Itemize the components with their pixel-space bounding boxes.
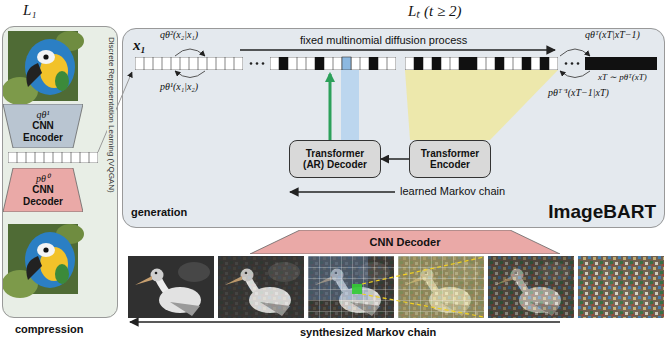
chain-image xyxy=(578,256,664,318)
connector-arrow xyxy=(381,158,409,160)
transition-label: pθᵀ⁻¹(xT−1|xT) xyxy=(548,87,609,99)
ellipsis-dots xyxy=(250,62,580,65)
chain-image xyxy=(128,256,214,318)
transformer-box: Transformer (AR) Decoder xyxy=(289,140,381,178)
module-name: CNN Decoder xyxy=(19,184,67,207)
transition-label: qθᵀ(xT|xT−1) xyxy=(585,29,640,41)
stage-panel: Lₜ (t ≥ 2)generationImageBARTTransformer… xyxy=(122,28,665,228)
variable-label: x₁ xyxy=(133,37,146,54)
module-name: Transformer (AR) Decoder xyxy=(295,148,375,171)
transition-arrow xyxy=(175,49,205,56)
decoder-trapezoid: CNN Decoder xyxy=(250,230,560,254)
stage-caption: compression xyxy=(15,323,83,336)
process-label: fixed multinomial diffusion process xyxy=(300,34,467,47)
stage-label: L₁ xyxy=(23,2,37,19)
chain-image xyxy=(218,256,304,318)
chain-image xyxy=(488,256,574,318)
trapezoid-shape xyxy=(3,104,83,148)
input-image xyxy=(2,31,84,105)
model-name: ImageBART xyxy=(548,201,656,223)
module-name: CNN Encoder xyxy=(19,120,67,143)
module-name: CNN Decoder xyxy=(370,236,441,249)
process-label: synthesized Markov chain xyxy=(300,326,436,339)
trapezoid-shape xyxy=(250,230,560,254)
math-symbol: pθ⁰ xyxy=(36,173,50,185)
token-row xyxy=(135,57,243,70)
token-row xyxy=(270,57,396,70)
stage-caption: generation xyxy=(131,206,187,219)
reconstructed-image xyxy=(2,224,84,298)
panel-fill xyxy=(2,26,118,318)
process-label: learned Markov chain xyxy=(400,185,505,198)
transition-arrow xyxy=(560,49,590,56)
transition-label: qθ²(x₂|x₁) xyxy=(160,29,198,41)
stage-panel: L₁Discrete Representation Learning (VQGA… xyxy=(2,26,118,318)
panel-fill xyxy=(122,28,665,228)
transformer-box: Transformer Encoder xyxy=(409,140,491,178)
context-band xyxy=(341,70,359,140)
context-band xyxy=(405,70,558,140)
transition-arrow xyxy=(560,71,590,78)
token-row xyxy=(8,152,98,163)
prior-label: xT ∼ pθᵀ(xT) xyxy=(598,72,647,82)
module-name: Transformer Encoder xyxy=(414,148,486,171)
chain-image xyxy=(308,256,394,318)
zoom-lines xyxy=(362,257,484,317)
output-arrow xyxy=(329,74,332,140)
process-arrow xyxy=(240,49,555,51)
trapezoid-shape xyxy=(3,168,83,212)
token-row xyxy=(405,57,558,70)
stage-label: Lₜ (t ≥ 2) xyxy=(408,3,461,20)
token-row xyxy=(585,57,657,70)
predicted-token xyxy=(342,57,351,70)
masked-tokens xyxy=(279,57,549,70)
process-arrow xyxy=(130,321,560,323)
process-arrow xyxy=(290,191,395,193)
math-symbol: qθ¹ xyxy=(37,109,50,121)
side-label: Discrete Representation Learning (VQGAN) xyxy=(107,35,116,195)
transition-label: pθ¹(x₁|x₂) xyxy=(160,81,198,93)
decoder-trapezoid: pθ⁰CNN Decoder xyxy=(3,168,83,212)
transition-arrow xyxy=(175,71,205,78)
encoder-trapezoid: qθ¹CNN Encoder xyxy=(3,104,83,148)
